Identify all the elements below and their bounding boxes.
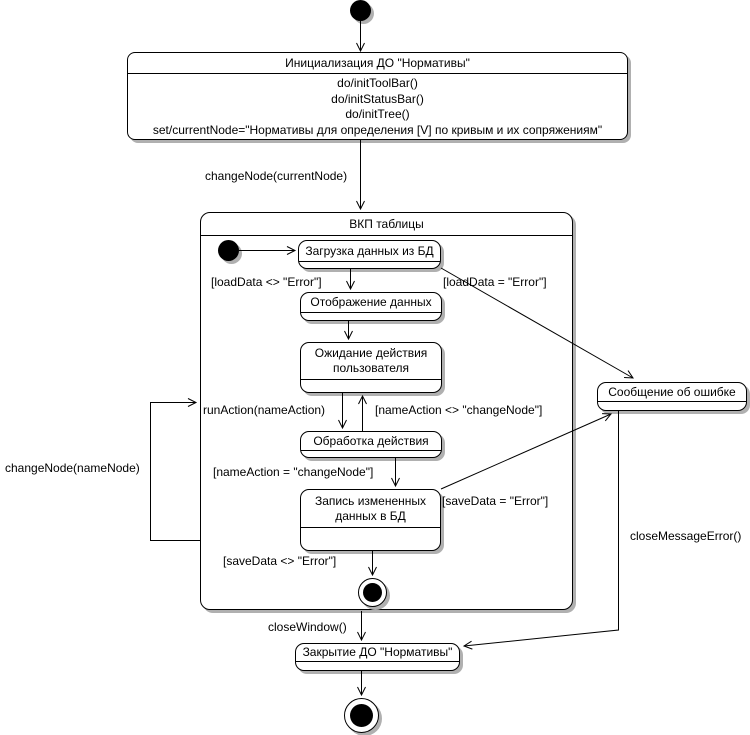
action-init-toolbar: do/initToolBar()	[337, 76, 418, 91]
state-wait-user-action: Ожидание действия пользователя	[300, 342, 442, 393]
state-save-data-compartment	[301, 527, 440, 550]
label-loaddata-not-error: [loadData <> "Error"]	[211, 275, 322, 289]
state-close-normativy-label: Закрытие ДО "Нормативы"	[302, 645, 453, 659]
label-run-action: runAction(nameAction)	[203, 403, 326, 417]
label-nameaction-changenode: [nameAction = "changeNode"]	[213, 465, 374, 479]
state-display-data-label: Отображение данных	[310, 295, 432, 309]
inner-final-state-dot	[363, 583, 382, 602]
label-savedata-not-error: [saveData <> "Error"]	[223, 554, 337, 568]
state-display-data: Отображение данных	[300, 292, 442, 321]
transition-composite-self-loop	[150, 398, 200, 541]
state-wait-user-action-label: Ожидание действия пользователя	[314, 346, 428, 375]
composite-state-vkp-table-title: ВКП таблицы	[201, 213, 572, 236]
state-wait-user-action-compartment	[301, 379, 441, 392]
state-load-data-compartment	[299, 261, 440, 268]
inner-initial-state-node	[218, 240, 239, 261]
label-change-node-current: changeNode(currentNode)	[205, 169, 348, 183]
state-error-message-compartment	[598, 401, 746, 410]
label-savedata-error: [saveData = "Error"]	[442, 494, 549, 508]
state-load-data-label: Загрузка данных из БД	[305, 243, 434, 258]
state-save-data-label: Запись измененных данных в БД	[314, 493, 427, 523]
action-set-currentnode: set/currentNode="Нормативы для определен…	[152, 122, 603, 137]
label-change-node-name: changeNode(nameNode)	[5, 461, 140, 475]
state-close-normativy: Закрытие ДО "Нормативы"	[295, 643, 460, 671]
state-init-normativy-actions: do/initToolBar() do/initStatusBar() do/i…	[128, 74, 627, 139]
state-init-normativy-title: Инициализация ДО "Нормативы"	[128, 53, 627, 74]
label-close-window: closeWindow()	[268, 620, 347, 634]
action-init-tree: do/initTree()	[345, 107, 410, 122]
final-state-dot	[350, 704, 373, 727]
final-state-node	[344, 698, 379, 733]
label-close-message-error: closeMessageError()	[630, 529, 742, 543]
state-close-normativy-compartment	[296, 661, 459, 670]
label-nameaction-not-changenode: [nameAction <> "changeNode"]	[375, 403, 543, 417]
state-process-action-label: Обработка действия	[313, 433, 429, 448]
action-init-statusbar: do/initStatusBar()	[331, 91, 424, 106]
label-loaddata-error: [loadData = "Error"]	[443, 275, 547, 289]
state-process-action-compartment	[301, 450, 441, 457]
state-error-message-label: Сообщение об ошибке	[608, 384, 736, 399]
inner-final-state-node	[358, 578, 387, 607]
state-process-action: Обработка действия	[300, 431, 442, 458]
state-display-data-compartment	[301, 312, 441, 320]
state-load-data: Загрузка данных из БД	[298, 240, 441, 269]
state-init-normativy: Инициализация ДО "Нормативы" do/initTool…	[127, 52, 628, 140]
state-save-data: Запись измененных данных в БД	[300, 489, 441, 551]
initial-state-node	[350, 0, 371, 21]
state-error-message: Сообщение об ошибке	[597, 382, 747, 411]
